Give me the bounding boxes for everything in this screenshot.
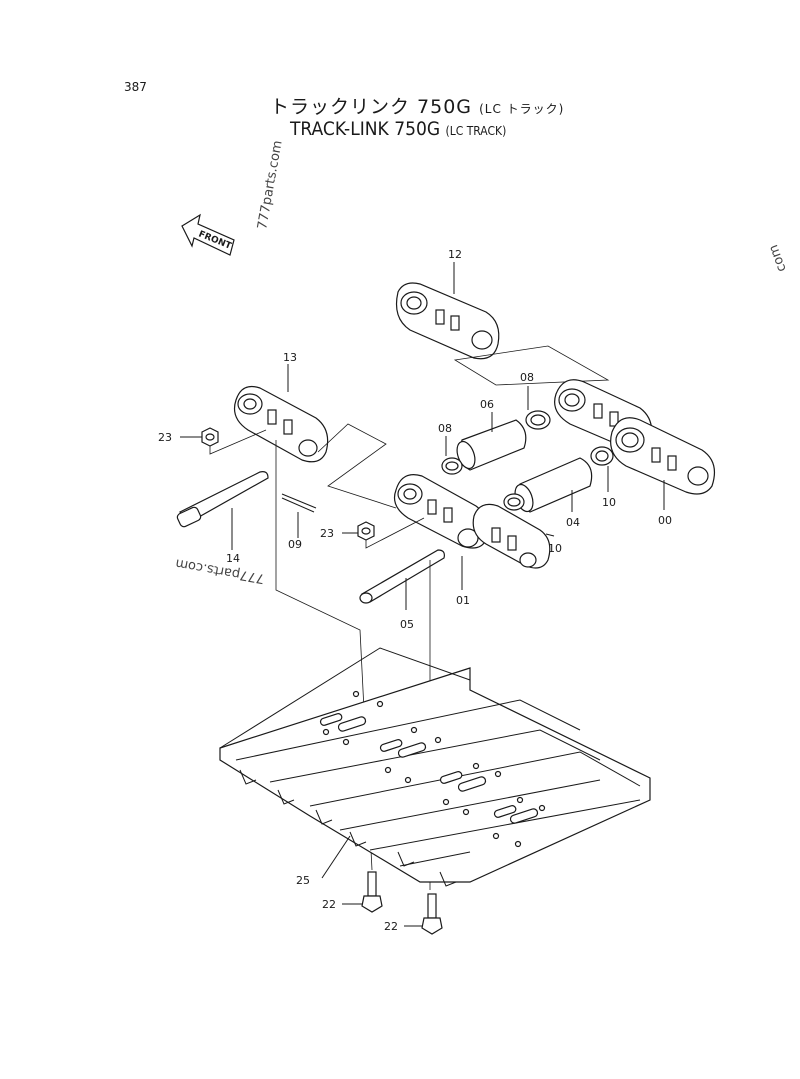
callout-09: 09 [288,538,302,551]
callout-22-right: 22 [384,920,398,933]
callout-10-right: 10 [602,496,616,509]
part-08-seal-left [441,436,463,475]
callout-22-left: 22 [322,898,336,911]
title-japanese: トラックリンク 750G (LC トラック) [270,92,564,119]
front-arrow-icon: FRONT [181,213,235,256]
callout-23-upper: 23 [158,431,172,444]
callout-01: 01 [456,594,470,607]
callout-04: 04 [566,516,580,529]
title-en-main: TRACK-LINK 750G [290,118,441,140]
part-00-link-assembly [554,379,715,510]
watermark-top: 777parts.com [255,139,285,230]
part-09-cotter-pin [281,493,317,538]
callout-13: 13 [283,351,297,364]
callout-00: 00 [658,514,672,527]
part-23-nut-upper [180,427,267,455]
part-10-seal-lower [503,493,525,511]
part-14-pin [176,471,269,550]
title-jp-main: トラックリンク 750G [270,96,473,118]
part-22-bolt-left [342,871,383,913]
callout-12: 12 [448,248,462,261]
title-jp-sub: (LC トラック) [479,102,565,116]
watermark-middle: 777parts.com [174,555,265,585]
part-06-bushing [456,412,527,471]
callout-05: 05 [400,618,414,631]
page-number: 387 [124,80,147,94]
part-12-link [395,282,610,386]
callout-10-lower: 10 [548,542,562,555]
title-english: TRACK-LINK 750G (LC TRACK) [290,118,506,140]
part-25-track-shoe [219,647,651,887]
watermark-right: com [766,243,790,274]
part-01-master-link [393,474,555,590]
callout-06: 06 [480,398,494,411]
part-23-nut-lower [342,517,425,549]
callout-23-lower: 23 [320,527,334,540]
part-22-bolt-right [404,893,443,935]
part-08-seal-right [525,386,551,430]
callout-08-left: 08 [438,422,452,435]
callout-08-right: 08 [520,371,534,384]
callout-14: 14 [226,552,240,565]
part-05-pin [359,549,445,610]
part-13-link [233,385,397,509]
title-en-sub: (LC TRACK) [445,124,507,138]
part-10-seal-right [590,446,614,492]
callout-25: 25 [296,874,310,887]
